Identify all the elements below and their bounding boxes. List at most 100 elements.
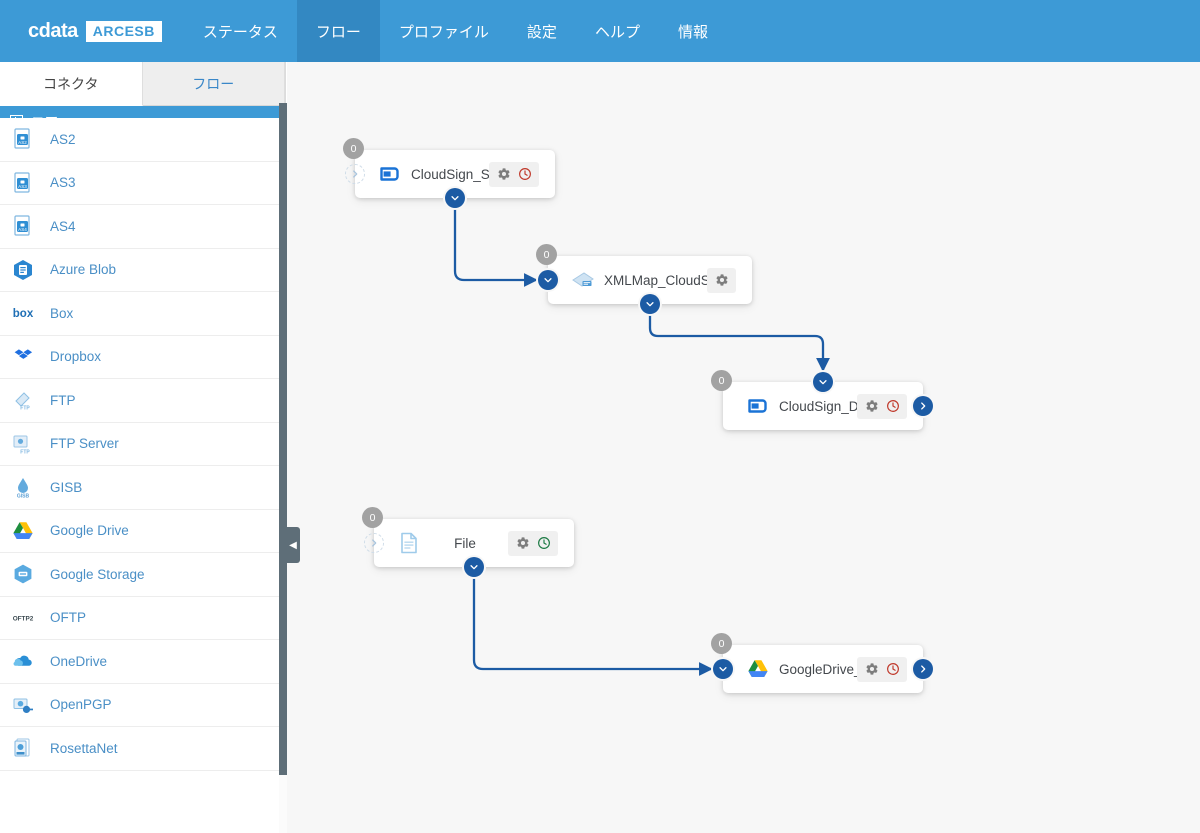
node-output-port[interactable]: [913, 659, 933, 679]
brand-product-badge: ARCESB: [85, 20, 162, 42]
svg-text:FTP: FTP: [20, 406, 30, 412]
node-clock-icon[interactable]: [536, 536, 551, 551]
brand-logo[interactable]: cdata ARCESB: [0, 0, 184, 62]
node-output-port[interactable]: [640, 294, 660, 314]
flow-node-xmlmap-cloudsign[interactable]: 0XMLMap_CloudSi...: [536, 244, 752, 314]
connector-item-google-drive[interactable]: Google Drive: [0, 510, 286, 553]
connector-item-label: RosettaNet: [50, 740, 118, 756]
nav-item-0[interactable]: ステータス: [202, 23, 278, 41]
connector-item-label: AS4: [50, 218, 76, 234]
cloudsign-icon: [377, 161, 403, 187]
node-clock-icon[interactable]: [885, 399, 900, 414]
node-count-badge[interactable]: 0: [536, 244, 557, 265]
node-gear-icon[interactable]: [864, 662, 879, 677]
chevron-left-icon: ◀: [289, 539, 297, 551]
connector-item-dropbox[interactable]: Dropbox: [0, 336, 286, 379]
sidebar-collapse-handle[interactable]: ◀: [286, 527, 300, 563]
node-input-port[interactable]: [538, 270, 558, 290]
node-title: CloudSign_Se...: [411, 166, 489, 182]
connector-item-ftp-server[interactable]: FTP FTP Server: [0, 423, 286, 466]
node-gear-icon[interactable]: [496, 167, 511, 182]
node-count-badge[interactable]: 0: [343, 138, 364, 159]
connector-item-azure-blob[interactable]: Azure Blob: [0, 249, 286, 292]
nav-item-4[interactable]: ヘルプ: [594, 23, 640, 41]
nav-item-2[interactable]: プロファイル: [398, 23, 489, 41]
node-gear-icon[interactable]: [714, 273, 729, 288]
connector-item-openpgp[interactable]: OpenPGP: [0, 684, 286, 727]
node-title: XMLMap_CloudSi...: [604, 272, 707, 288]
node-title: GoogleDrive_...: [779, 661, 857, 677]
brand-cdata-text: cdata: [28, 19, 78, 42]
connector-item-google-storage[interactable]: Google Storage: [0, 553, 286, 597]
connector-item-label: Google Storage: [50, 566, 145, 582]
node-title: File: [454, 535, 476, 551]
sidebar-tab-1[interactable]: フロー: [142, 62, 285, 105]
connector-item-rosettanet[interactable]: RosettaNet: [0, 727, 286, 771]
main-nav: ステータスフロープロファイル 設定 ヘルプ 情報: [184, 0, 727, 62]
connector-item-label: GISB: [50, 479, 83, 495]
node-clock-icon[interactable]: [885, 662, 900, 677]
node-count-badge[interactable]: 0: [711, 633, 732, 654]
node-input-port[interactable]: [713, 659, 733, 679]
gisb-icon: GISB: [10, 474, 36, 500]
svg-text:AS4: AS4: [18, 227, 27, 232]
node-gear-icon[interactable]: [864, 399, 879, 414]
node-output-port[interactable]: [445, 188, 465, 208]
flow-node-cloudsign-send[interactable]: 0CloudSign_Se...: [343, 138, 555, 208]
svg-text:FTP: FTP: [20, 449, 30, 455]
oftp-icon: OFTP2: [10, 605, 36, 631]
nav-item-5[interactable]: 情報: [677, 23, 708, 41]
ftp-server-icon: FTP: [10, 431, 36, 457]
flow-edge[interactable]: [648, 304, 830, 372]
node-count-badge[interactable]: 0: [711, 370, 732, 391]
connector-item-label: FTP: [50, 392, 76, 408]
svg-text:box: box: [13, 308, 34, 320]
sidebar-tabs: コネクタフロー: [0, 62, 285, 106]
openpgp-icon: [10, 692, 36, 718]
connector-item-label: OFTP: [50, 610, 86, 626]
node-output-port[interactable]: [913, 396, 933, 416]
dropbox-icon: [10, 344, 36, 370]
as4-icon: AS4: [10, 213, 36, 239]
file-icon: [396, 530, 422, 556]
nav-item-3[interactable]: 設定: [526, 23, 557, 41]
node-clock-icon[interactable]: [517, 167, 532, 182]
node-output-port[interactable]: [464, 557, 484, 577]
connector-item-oftp[interactable]: OFTP2 OFTP: [0, 597, 286, 640]
as2-icon: AS2: [10, 126, 36, 152]
node-gear-icon[interactable]: [515, 536, 530, 551]
svg-text:GISB: GISB: [17, 494, 30, 500]
connector-item-onedrive[interactable]: OneDrive: [0, 640, 286, 684]
flow-edge[interactable]: [453, 198, 538, 287]
app-header: cdata ARCESB ステータスフロープロファイル 設定 ヘルプ 情報: [0, 0, 1200, 62]
node-actions: [489, 161, 539, 187]
as3-icon: AS3: [10, 170, 36, 196]
connector-item-ftp[interactable]: FTP FTP: [0, 379, 286, 423]
sidebar-tab-0[interactable]: コネクタ: [0, 62, 143, 106]
sidebar-scrollbar-thumb[interactable]: [279, 103, 288, 775]
svg-text:AS2: AS2: [18, 140, 27, 145]
connector-item-gisb[interactable]: GISB GISB: [0, 466, 286, 510]
google-storage-icon: [10, 561, 36, 587]
svg-text:OFTP2: OFTP2: [13, 615, 34, 622]
node-count-badge[interactable]: 0: [362, 507, 383, 528]
node-input-port[interactable]: [813, 372, 833, 392]
connector-item-label: Google Drive: [50, 523, 129, 539]
node-input-port[interactable]: [364, 533, 384, 553]
nav-item-1[interactable]: フロー: [296, 0, 380, 62]
flow-node-googledrive[interactable]: 0GoogleDrive_...: [711, 633, 933, 693]
connector-item-label: FTP Server: [50, 436, 119, 452]
google-drive-icon: [745, 656, 771, 682]
flow-canvas[interactable]: 0CloudSign_Se...0XMLMap_CloudSi...0Cloud…: [287, 62, 1200, 833]
connector-item-label: Azure Blob: [50, 262, 117, 278]
rosettanet-icon: [10, 735, 36, 761]
node-input-port[interactable]: [345, 164, 365, 184]
flow-edge[interactable]: [472, 567, 713, 676]
